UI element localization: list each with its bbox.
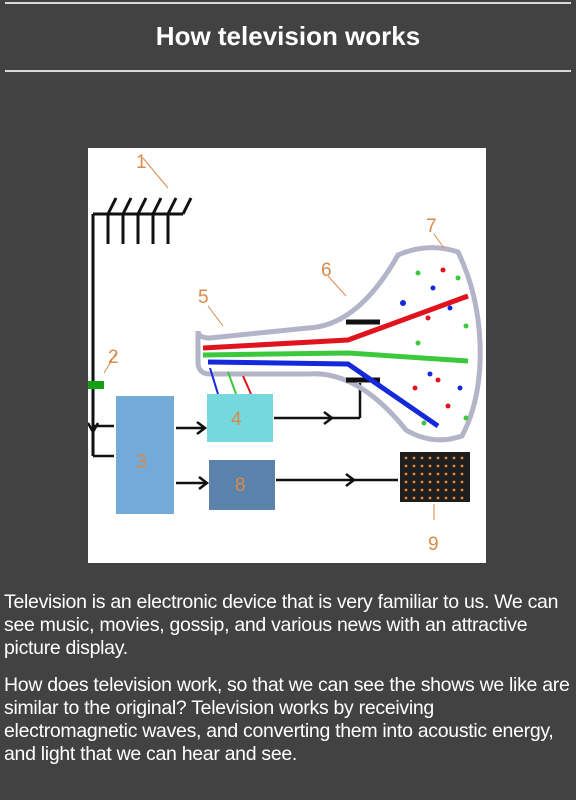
block-3	[116, 396, 174, 514]
block-4	[207, 394, 273, 442]
leader-line-6	[327, 275, 347, 297]
block-8	[209, 460, 275, 510]
diagram-label-1: 1	[136, 152, 147, 173]
leader-line-5	[207, 305, 224, 327]
phosphor-dots	[400, 267, 469, 426]
leader-line-1	[142, 157, 169, 189]
filter-marker	[88, 381, 104, 389]
diagram-label-8: 8	[235, 475, 246, 496]
leader-line-7	[433, 233, 445, 249]
diagram-label-4: 4	[231, 409, 242, 430]
gun-arrows	[209, 367, 252, 395]
television-diagram-svg: 1 2 3 4 5 6 7 8 9	[88, 152, 483, 555]
top-divider	[5, 2, 571, 4]
diagram-label-9: 9	[428, 534, 439, 555]
television-diagram: 1 2 3 4 5 6 7 8 9	[88, 148, 486, 563]
page-title: How television works	[155, 21, 421, 51]
paragraph-intro: Television is an electronic device that …	[4, 591, 559, 659]
picture-tube	[195, 245, 483, 443]
signal-wires	[88, 383, 398, 490]
diagram-label-5: 5	[198, 287, 209, 308]
leader-line-2	[103, 352, 117, 374]
speaker-grid	[400, 452, 470, 502]
electron-beams	[202, 293, 469, 429]
diagram-label-3: 3	[136, 452, 147, 473]
diagram-label-6: 6	[321, 260, 332, 281]
antenna	[91, 197, 193, 456]
diagram-label-2: 2	[108, 347, 119, 368]
diagram-label-7: 7	[426, 216, 437, 237]
title-divider	[5, 70, 571, 72]
paragraph-how-it-works: How does television work, so that we can…	[4, 674, 570, 765]
article-body: Television is an electronic device that …	[4, 591, 572, 780]
